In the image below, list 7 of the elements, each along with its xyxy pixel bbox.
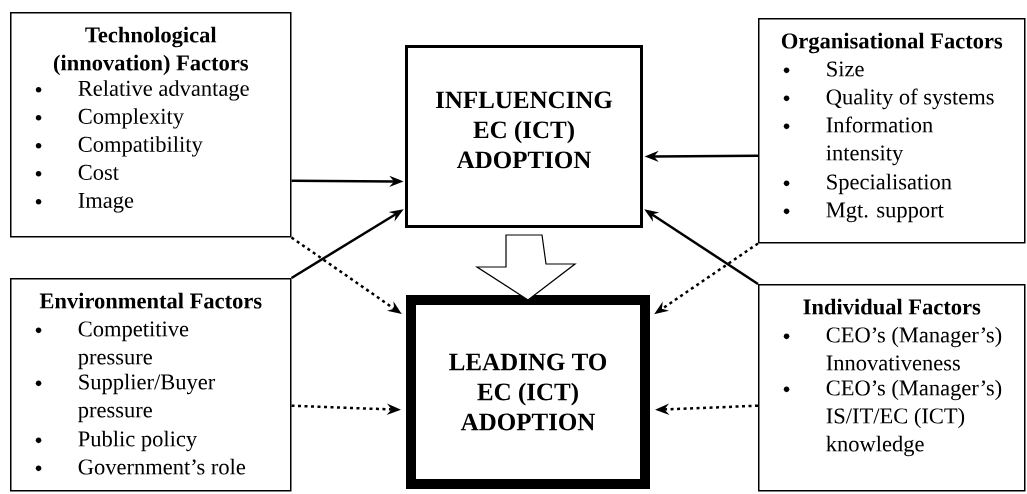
process-box: INFLUENCING EC (ICT) ADOPTION bbox=[405, 45, 643, 228]
factor-box: Individual Factors CEO’s (Manager’s) Innovativeness CEO’s (Manager’s) IS/IT/EC (ICT) knowledge bbox=[758, 284, 1026, 492]
factor-box: Organisational Factors Size Quality of systems Information intensity Specialisation Mgt. support bbox=[758, 18, 1026, 244]
factor-box: Technological (innovation) Factors Relative advantage Complexity Compatibility Cost Image bbox=[10, 12, 292, 238]
process-box: LEADING TO EC (ICT) ADOPTION bbox=[406, 295, 650, 489]
factor-box: Environmental Factors Competitive pressure Supplier/Buyer pressure Public policy Government’s role bbox=[10, 278, 292, 492]
block-arrow bbox=[474, 234, 577, 301]
